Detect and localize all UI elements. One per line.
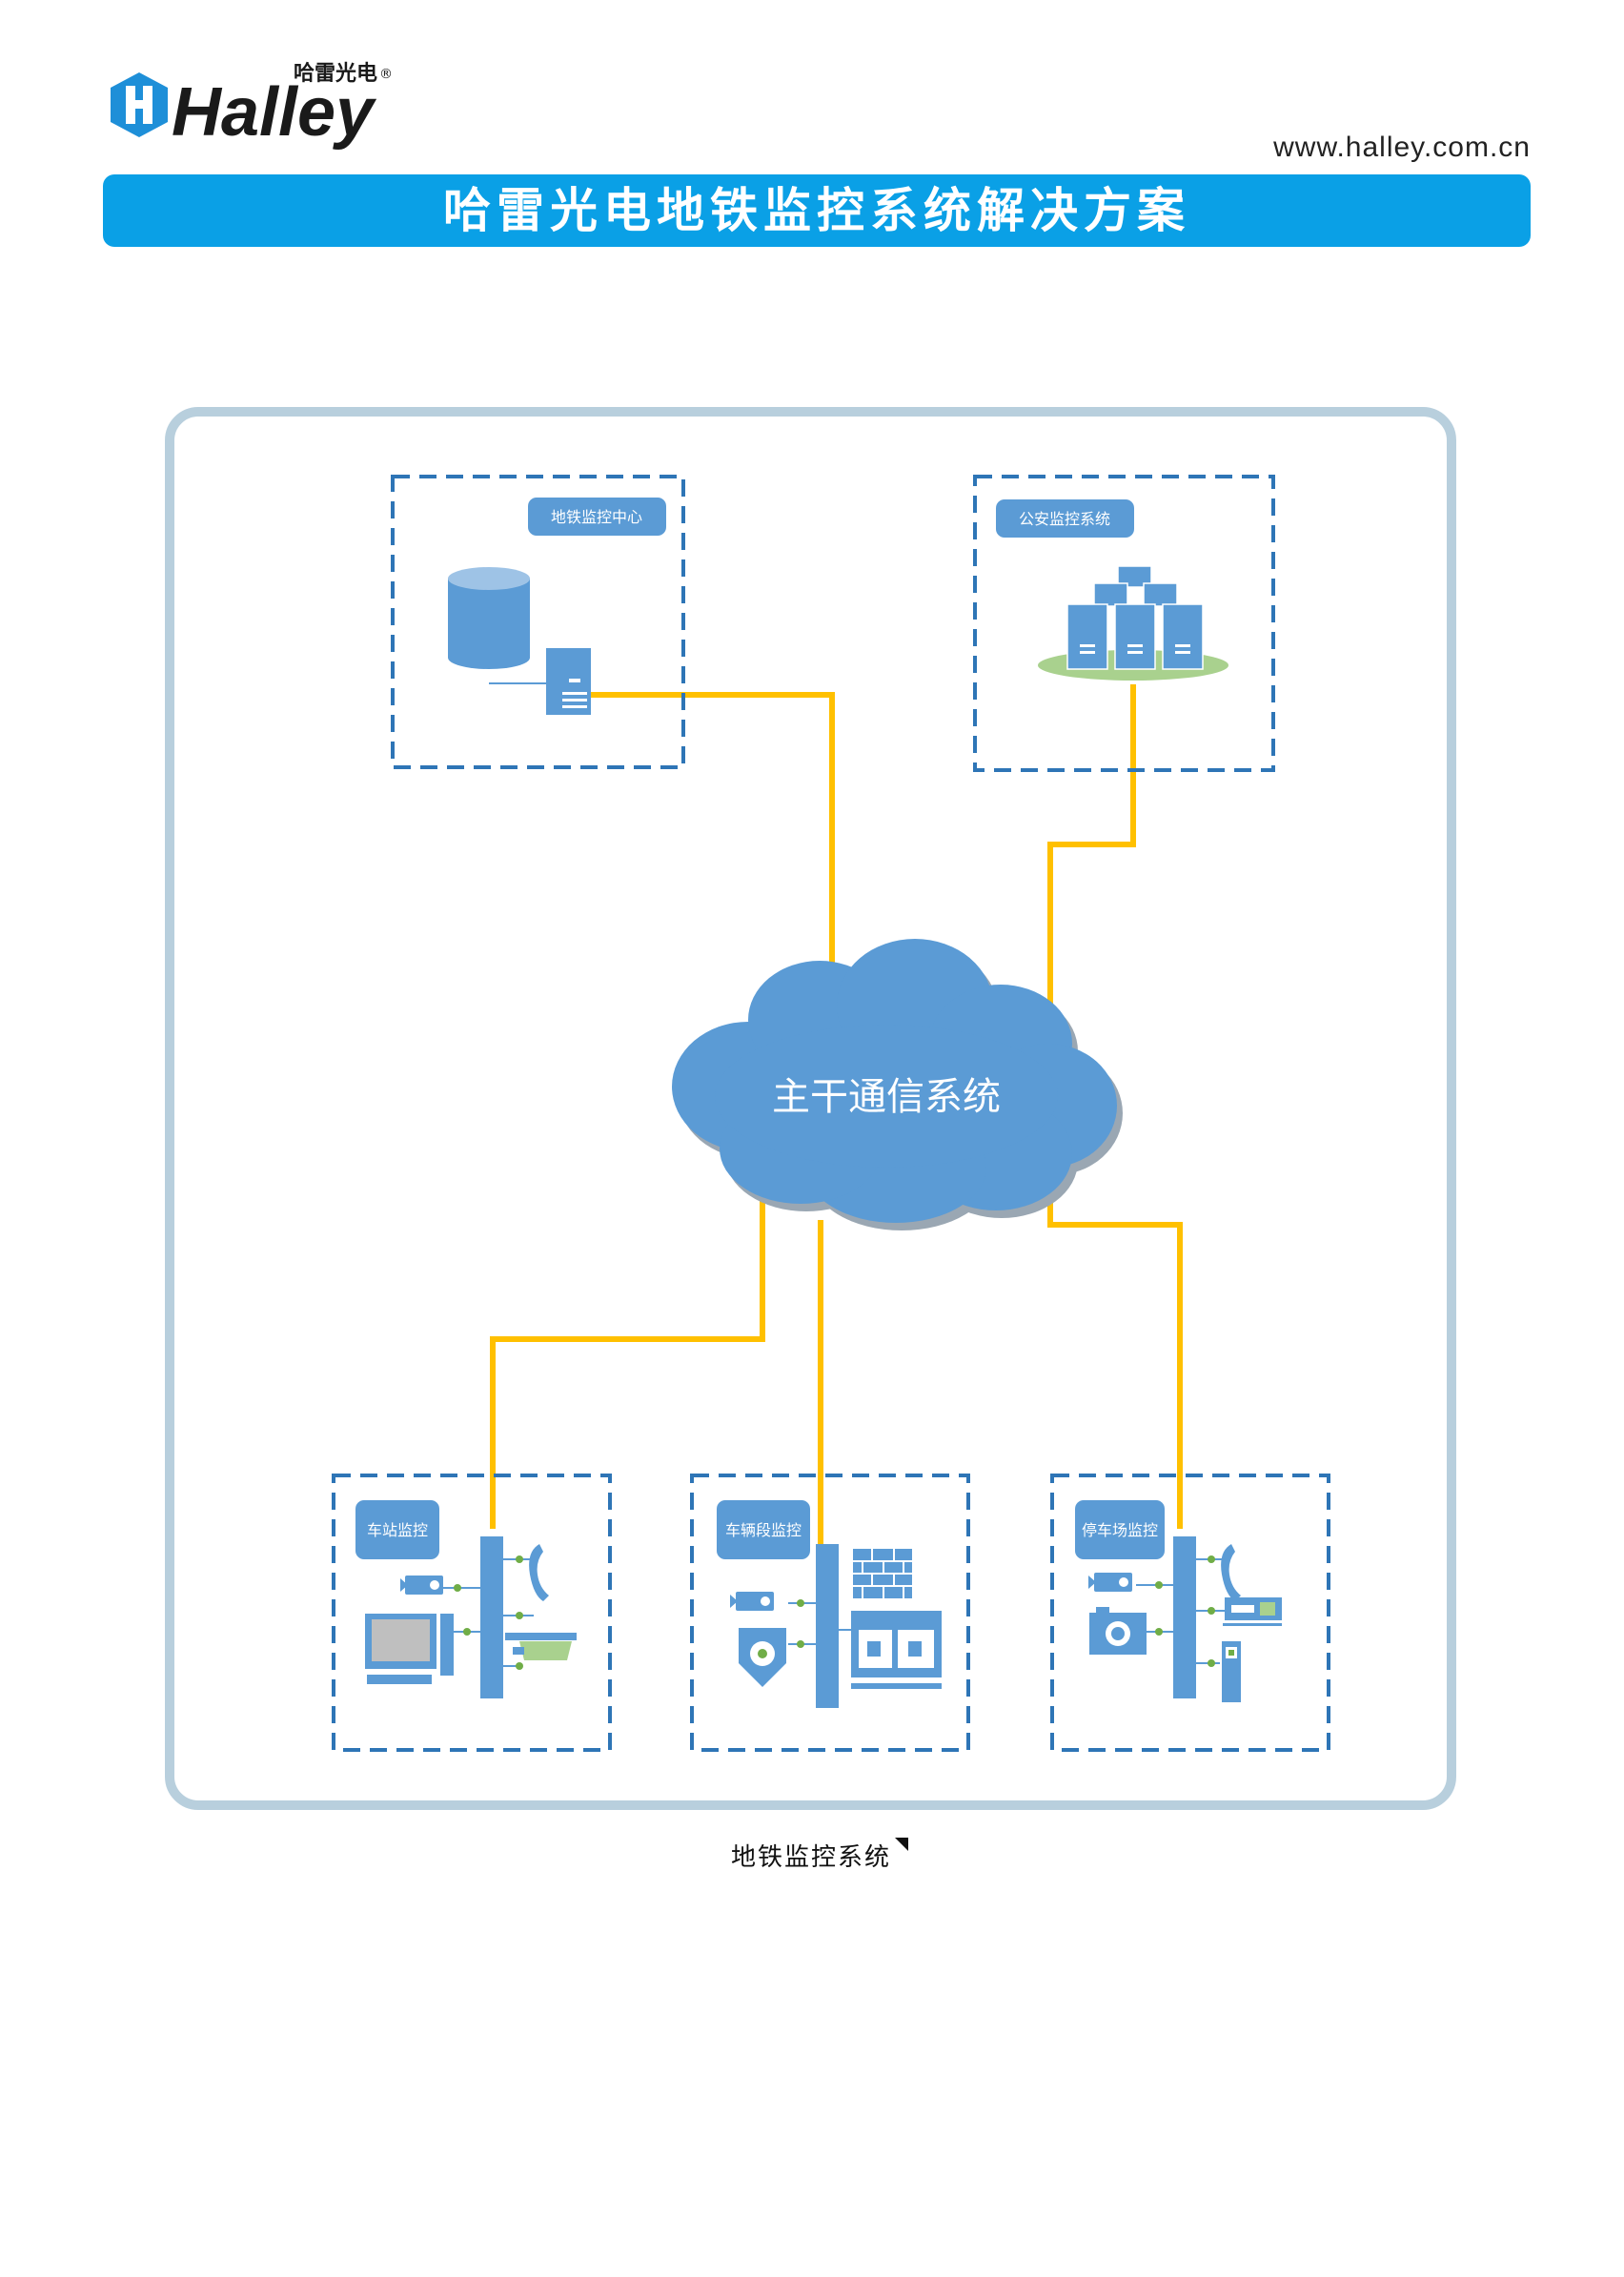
phone-icon [1221, 1544, 1241, 1601]
camera-icon [400, 1576, 443, 1595]
depot-switch-bar [816, 1544, 839, 1708]
station-switch-bar [480, 1536, 503, 1698]
barrier-gate-icon [1222, 1641, 1241, 1702]
metro-center-label: 地铁监控中心 [551, 508, 642, 526]
sensor-icon [739, 1628, 786, 1687]
corner-mark-icon [895, 1838, 908, 1851]
link-station [490, 1182, 765, 1529]
diagram-caption-text: 地铁监控系统 [730, 1843, 891, 1872]
metro-center-label-bg [528, 498, 666, 536]
backbone-cloud [672, 939, 1123, 1230]
parking-label-bg [1075, 1500, 1165, 1559]
server-cluster-icon [1038, 565, 1228, 681]
parking-switch-bar [1173, 1536, 1196, 1698]
phone-icon [529, 1544, 549, 1601]
backbone-label: 主干通信系统 [772, 1075, 1001, 1119]
monitor-icon [365, 1614, 454, 1684]
metro-center-node: 地铁监控中心 [391, 475, 685, 769]
police-system-label: 公安监控系统 [1019, 510, 1110, 528]
firewall-icon [853, 1549, 912, 1598]
camera-icon [730, 1592, 774, 1611]
police-system-label-bg [996, 499, 1134, 538]
station-label-bg [355, 1500, 439, 1559]
page-title: 哈雷光电地铁监控系统解决方案 [443, 182, 1190, 238]
server-icon [546, 648, 591, 715]
website-url: www.halley.com.cn [1273, 132, 1531, 163]
station-label: 车站监控 [367, 1521, 428, 1539]
depot-node: 车辆段监控 [690, 1474, 970, 1752]
camera-icon [1088, 1573, 1132, 1592]
link-metro-center [591, 692, 835, 980]
diagram-caption: 地铁监控系统 [619, 1838, 1020, 1873]
logo-registered-mark: ® [379, 67, 393, 82]
police-system-node: 公安监控系统 [973, 475, 1275, 772]
depot-label: 车辆段监控 [725, 1521, 802, 1539]
depot-label-bg [717, 1500, 810, 1559]
station-node: 车站监控 [332, 1474, 612, 1752]
card-reader-icon [1223, 1597, 1282, 1626]
link-police-system [1047, 684, 1136, 1045]
parking-label: 停车场监控 [1082, 1521, 1158, 1539]
logo-wordmark: Halley [172, 74, 377, 151]
database-icon [448, 567, 530, 669]
title-banner [103, 174, 1531, 247]
parking-node: 停车场监控 [1050, 1474, 1330, 1752]
photo-camera-icon [1089, 1607, 1147, 1655]
halley-logo: Halley 哈雷光电 ® [111, 61, 393, 151]
display-wall-icon [851, 1611, 942, 1689]
ticket-gate-icon [505, 1633, 577, 1660]
logo-cn-text: 哈雷光电 [294, 61, 377, 86]
